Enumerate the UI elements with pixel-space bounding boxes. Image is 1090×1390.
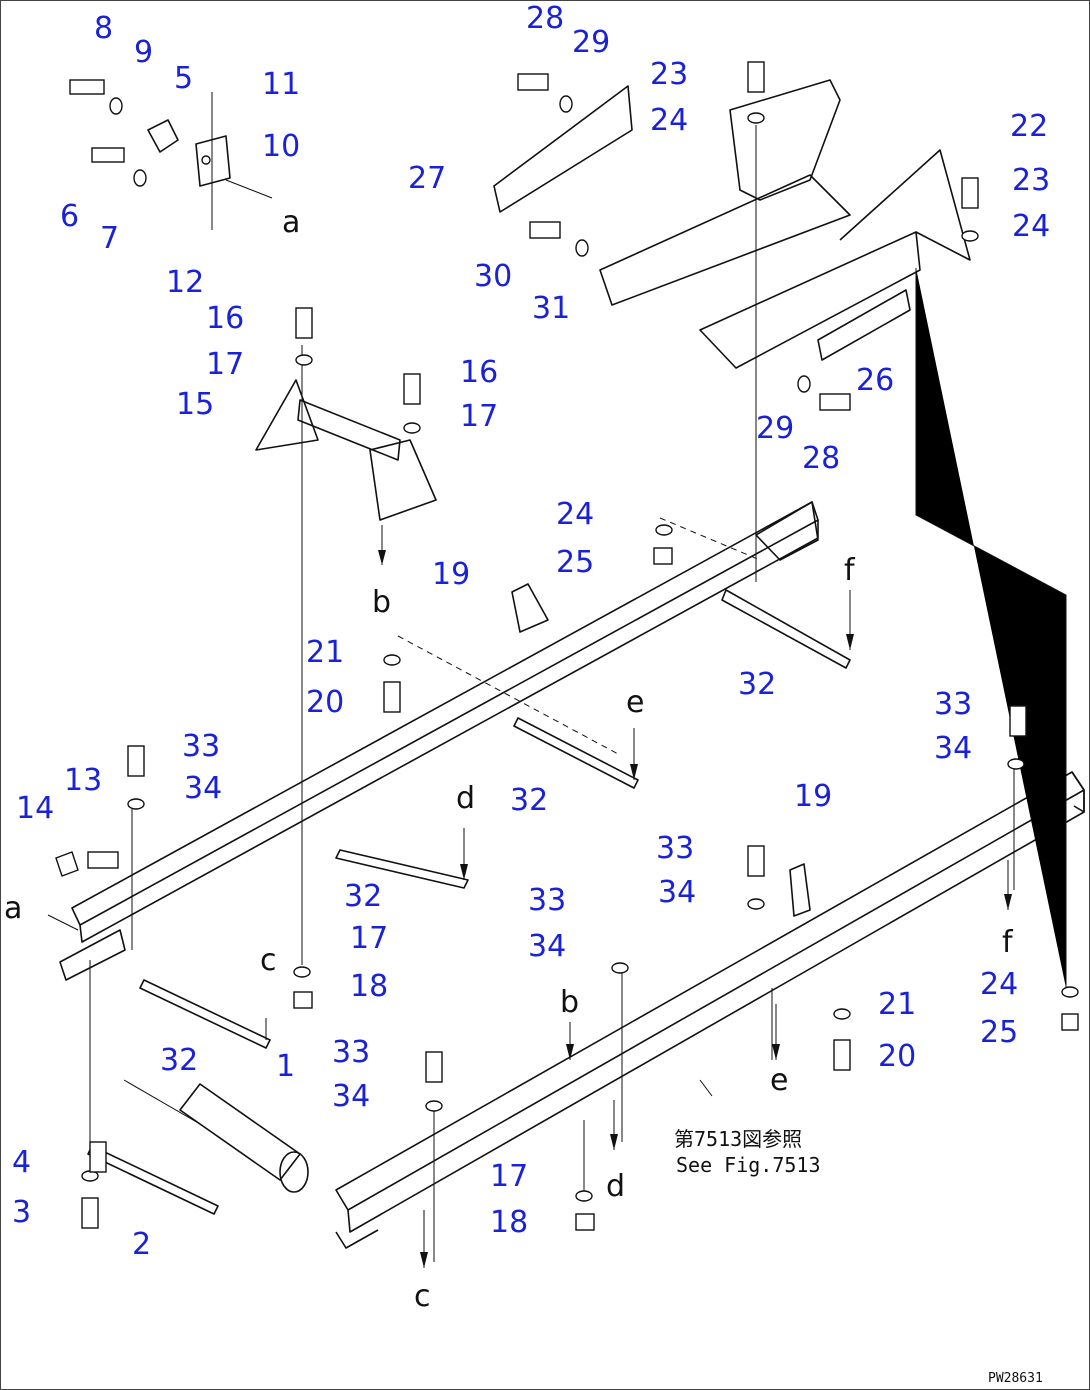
letter-d-top: d [456, 781, 475, 816]
drawing-code: PW28631 [988, 1371, 1043, 1386]
callout-17b: 17 [460, 399, 498, 434]
callout-24d: 24 [980, 967, 1018, 1002]
callout-28a: 28 [526, 1, 564, 36]
main-frame [59, 501, 1085, 1249]
callout-24b: 24 [1012, 209, 1050, 244]
arrows [47, 525, 1012, 1268]
callout-22: 22 [1010, 109, 1048, 144]
callout-17d: 17 [490, 1159, 528, 1194]
callout-34e: 34 [332, 1079, 370, 1114]
letter-labels: a b f e d a c f b e d c [4, 205, 1014, 1314]
callout-1: 1 [276, 1049, 295, 1084]
callout-5: 5 [174, 61, 193, 96]
callout-4: 4 [12, 1145, 31, 1180]
callout-21a: 21 [306, 635, 344, 670]
reference-note-jp: 第7513図参照 [674, 1127, 802, 1151]
callout-8: 8 [94, 11, 113, 46]
letter-d-bottom: d [606, 1169, 625, 1204]
callout-23a: 23 [650, 57, 688, 92]
callout-21b: 21 [878, 987, 916, 1022]
reference-note-en: See Fig.7513 [676, 1153, 821, 1177]
callout-32c: 32 [344, 879, 382, 914]
callout-33b: 33 [182, 729, 220, 764]
callout-2: 2 [132, 1227, 151, 1262]
callout-33a: 33 [934, 687, 972, 722]
callout-24c: 24 [556, 497, 594, 532]
callout-28b: 28 [802, 441, 840, 476]
callout-33d: 33 [528, 883, 566, 918]
hardware [55, 61, 1079, 1231]
callout-32b: 32 [510, 783, 548, 818]
callout-32d: 32 [160, 1043, 198, 1078]
letter-f-top: f [844, 553, 856, 588]
callout-34c: 34 [658, 875, 696, 910]
bracket-19-lower [789, 863, 811, 917]
callout-16a: 16 [206, 301, 244, 336]
callout-12: 12 [166, 265, 204, 300]
callout-29b: 29 [756, 411, 794, 446]
callout-18a: 18 [350, 969, 388, 1004]
callout-7: 7 [100, 221, 119, 256]
callout-19b: 19 [794, 779, 832, 814]
callout-23b: 23 [1012, 163, 1050, 198]
callout-20b: 20 [878, 1039, 916, 1074]
letter-e-bottom: e [770, 1063, 788, 1098]
callout-31: 31 [532, 291, 570, 326]
letter-b-top: b [372, 585, 391, 620]
callout-34a: 34 [934, 731, 972, 766]
letter-c-bottom: c [414, 1279, 431, 1314]
callout-16b: 16 [460, 355, 498, 390]
callout-3: 3 [12, 1195, 31, 1230]
callout-18b: 18 [490, 1205, 528, 1240]
callout-34b: 34 [184, 771, 222, 806]
callout-9: 9 [134, 35, 153, 70]
callout-30: 30 [474, 259, 512, 294]
callout-25a: 25 [556, 545, 594, 580]
leader-lines [89, 125, 1067, 1262]
callout-34d: 34 [528, 929, 566, 964]
callout-11: 11 [262, 67, 300, 102]
letter-f-right: f [1002, 925, 1014, 960]
callout-13: 13 [64, 763, 102, 798]
callout-10: 10 [262, 129, 300, 164]
callout-33c: 33 [656, 831, 694, 866]
callout-labels: 8 9 5 11 10 6 7 12 16 17 15 16 17 28 29 … [12, 1, 1050, 1262]
callout-17c: 17 [350, 921, 388, 956]
callout-32a: 32 [738, 667, 776, 702]
letter-e-top: e [626, 685, 644, 720]
callout-26: 26 [856, 363, 894, 398]
callout-15: 15 [176, 387, 214, 422]
callout-19a: 19 [432, 557, 470, 592]
callout-14: 14 [16, 791, 54, 826]
letter-b-bottom: b [560, 985, 579, 1020]
letter-a-left: a [4, 891, 22, 926]
callout-17a: 17 [206, 347, 244, 382]
callout-33e: 33 [332, 1035, 370, 1070]
callout-29a: 29 [572, 25, 610, 60]
callout-25b: 25 [980, 1015, 1018, 1050]
callout-24a: 24 [650, 103, 688, 138]
pin-assembly [69, 79, 273, 230]
callout-27: 27 [408, 161, 446, 196]
upper-plates [493, 79, 971, 369]
callout-20a: 20 [306, 685, 344, 720]
letter-a-top: a [282, 205, 300, 240]
letter-c-left: c [260, 943, 277, 978]
callout-6: 6 [60, 199, 79, 234]
bracket-19-upper [511, 583, 549, 633]
